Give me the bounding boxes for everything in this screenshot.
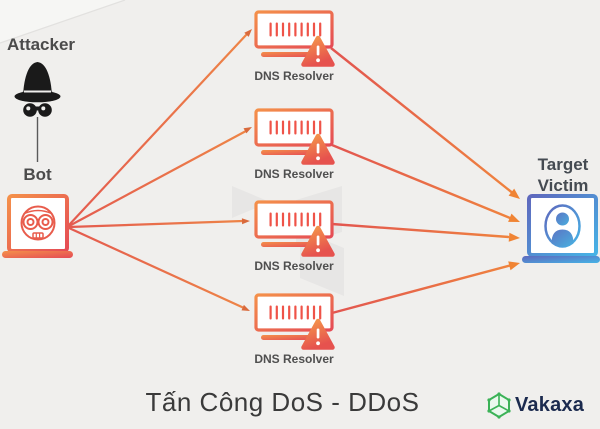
bot-laptop-icon [2, 194, 73, 258]
person-icon [544, 204, 581, 248]
victim-laptop-icon [522, 194, 600, 263]
robot-face-icon [20, 205, 56, 241]
spy-icon [14, 62, 61, 117]
attacker-label: Attacker [7, 35, 76, 54]
corner-fold [0, 0, 126, 44]
victim-label: Target Victim [537, 155, 589, 195]
bot-to-resolver-lines [68, 33, 248, 310]
dns-resolver-label: DNS Resolver [254, 69, 334, 83]
vakaxa-cube-icon [487, 392, 511, 419]
vakaxa-brand-text: Vakaxa [515, 394, 585, 416]
dns-server-icon [256, 110, 333, 163]
diagram-title: Tấn Công DoS - DDoS [145, 387, 420, 417]
dns-server-icon [256, 295, 333, 348]
resolver-to-victim-lines [330, 47, 513, 315]
dns-resolver-label: DNS Resolver [254, 259, 334, 273]
dns-resolver-label: DNS Resolver [254, 167, 334, 181]
dns-resolver-label: DNS Resolver [254, 352, 334, 366]
resolver-to-victim-arrowheads [508, 188, 520, 271]
dns-server-icon [256, 12, 333, 65]
vakaxa-logo: Vakaxa [486, 392, 584, 419]
bot-label: Bot [23, 165, 52, 184]
bot-to-resolver-arrowheads [241, 29, 252, 311]
dns-server-icon [256, 202, 333, 255]
